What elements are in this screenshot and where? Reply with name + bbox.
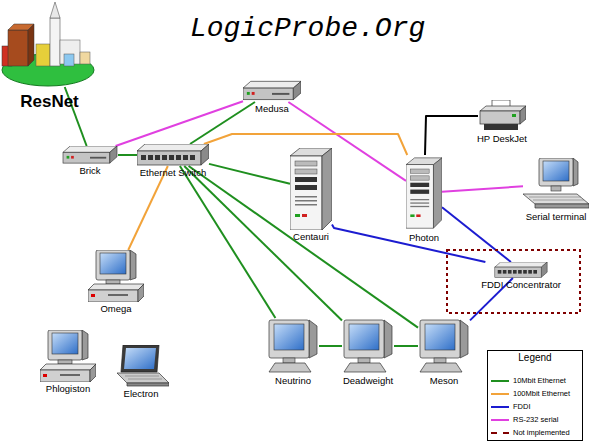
legend-text: 10Mbit Ethernet: [513, 376, 566, 385]
city-illustration: [2, 2, 94, 86]
device-label: Brick: [79, 165, 100, 176]
network-link: [128, 166, 168, 250]
ethernet-switch: Ethernet Switch: [137, 144, 209, 166]
legend-swatch: [491, 419, 509, 421]
network-link: [332, 225, 485, 262]
network-link: [425, 116, 478, 155]
legend-swatch: [491, 380, 509, 382]
monitor-icon: [269, 320, 317, 372]
legend-text: 100Mbit Ethernet: [513, 389, 570, 398]
monitor-icon: [344, 320, 392, 372]
device-label: Meson: [430, 375, 459, 386]
router: Brick: [62, 146, 118, 164]
network-link: [116, 101, 243, 146]
network-link: [394, 345, 418, 347]
legend-entry: FDDI: [491, 402, 531, 412]
device-label: Omega: [100, 303, 131, 314]
server-tower: Centauri: [290, 148, 332, 230]
terminal-icon: [523, 158, 589, 208]
server-icon: [406, 158, 442, 228]
network-link: [319, 345, 342, 347]
device-label: HP DeskJet: [477, 133, 527, 144]
device-label: Phlogiston: [46, 383, 90, 394]
campus-network: ResNet: [2, 5, 97, 87]
workstation: Omega: [88, 250, 144, 302]
router-icon: [243, 81, 301, 99]
device-caption: Brick: [79, 165, 100, 176]
device-caption: Ethernet Switch: [140, 167, 207, 178]
network-link: [118, 154, 137, 156]
monitor-icon: [420, 320, 468, 372]
laptop-icon: [117, 345, 169, 386]
device-label: Photon: [409, 232, 439, 243]
server-tower: Photon: [406, 155, 442, 231]
serial-terminal: Serial terminal: [523, 158, 589, 210]
device-caption: Serial terminal: [526, 211, 587, 222]
device-label: Ethernet Switch: [140, 167, 207, 178]
building: [64, 54, 74, 66]
legend-entry: Not implemented: [491, 428, 570, 438]
fddi-concentrator: FDDI Concentrator: [485, 262, 557, 278]
device-caption: Centauri: [293, 231, 329, 242]
device-caption: Medusa: [255, 103, 289, 114]
legend-entry: 100Mbit Ethernet: [491, 389, 570, 399]
concentrator-icon: [495, 262, 547, 277]
printer-icon: [480, 100, 526, 130]
workstation-icon: [40, 330, 96, 382]
router: Medusa: [243, 80, 301, 102]
legend-title: Legend: [487, 352, 583, 363]
device-label: Serial terminal: [526, 211, 587, 222]
building: [36, 44, 50, 66]
device-caption: ResNet: [20, 92, 79, 112]
legend-swatch: [491, 406, 509, 408]
workstation: Phlogiston: [40, 330, 96, 382]
printer: HP DeskJet: [478, 100, 526, 132]
laptop: Electron: [113, 345, 169, 387]
device-label: Electron: [124, 388, 159, 399]
workstation: Meson: [418, 318, 470, 374]
device-label: Neutrino: [275, 375, 311, 386]
device-label: ResNet: [20, 92, 79, 112]
device-caption: Meson: [430, 375, 459, 386]
building: [80, 52, 90, 64]
building-side: [28, 24, 34, 66]
server-icon: [290, 148, 332, 230]
device-caption: FDDI Concentrator: [481, 279, 561, 290]
device-caption: Omega: [100, 303, 131, 314]
device-caption: Photon: [409, 232, 439, 243]
legend-text: Not implemented: [513, 428, 570, 437]
device-label: Deadweight: [343, 375, 393, 386]
legend-text: RS-232 serial: [513, 415, 558, 424]
device-caption: Deadweight: [343, 375, 393, 386]
device-caption: Phlogiston: [46, 383, 90, 394]
device-caption: HP DeskJet: [477, 133, 527, 144]
device-label: Centauri: [293, 231, 329, 242]
legend-swatch: [491, 432, 509, 434]
device-label: Medusa: [255, 103, 289, 114]
building: [8, 30, 28, 66]
device-label: FDDI Concentrator: [481, 279, 561, 290]
device-caption: Electron: [124, 388, 159, 399]
legend-entry: RS-232 serial: [491, 415, 558, 425]
workstation: Deadweight: [342, 318, 394, 374]
workstation: Neutrino: [267, 318, 319, 374]
workstation-icon: [88, 250, 144, 302]
tower: [50, 18, 60, 66]
network-link: [442, 186, 523, 192]
legend-entry: 10Mbit Ethernet: [491, 376, 566, 386]
device-caption: Neutrino: [275, 375, 311, 386]
legend-swatch: [491, 393, 509, 395]
not-implemented-frame: [447, 250, 580, 313]
spire: [50, 2, 60, 18]
network-link: [442, 207, 511, 262]
legend-text: FDDI: [513, 402, 531, 411]
network-link: [209, 164, 290, 184]
router-icon: [63, 146, 117, 163]
page-title: LogicProbe.Org: [190, 12, 425, 46]
switch-icon: [137, 144, 209, 165]
legend-frame: [488, 351, 583, 441]
